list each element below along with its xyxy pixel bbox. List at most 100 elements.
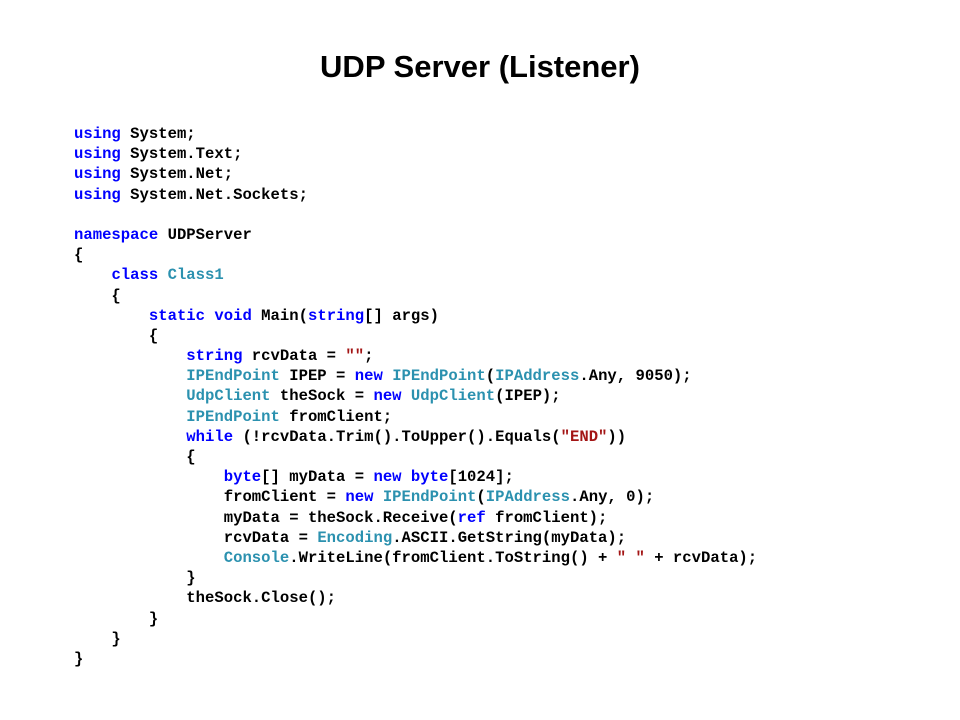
code-text: .ASCII.GetString(myData); <box>392 528 627 547</box>
code-type-name: IPAddress <box>485 488 570 507</box>
code-text <box>74 307 149 325</box>
code-text <box>74 387 186 405</box>
code-keyword: string <box>307 306 365 325</box>
code-string-literal: "" <box>345 347 365 366</box>
code-text: (!rcvData.Trim().ToUpper().Equals( <box>233 427 561 446</box>
code-keyword: byte <box>410 468 449 487</box>
code-text: ( <box>476 488 486 507</box>
code-text: } <box>74 609 159 628</box>
code-text <box>74 428 186 446</box>
code-line: using System; <box>74 124 757 144</box>
code-keyword: string <box>186 347 243 366</box>
code-line: while (!rcvData.Trim().ToUpper().Equals(… <box>74 427 757 447</box>
code-line <box>74 205 757 225</box>
code-text <box>383 367 392 385</box>
code-line: rcvData = Encoding.ASCII.GetString(myDat… <box>74 528 757 548</box>
code-text: .WriteLine(fromClient.ToString() + <box>289 548 617 567</box>
code-keyword: using <box>74 125 121 143</box>
code-keyword: byte <box>223 468 262 487</box>
code-text: } <box>74 649 84 668</box>
code-keyword: new <box>345 488 374 507</box>
code-line: } <box>74 629 757 649</box>
code-type-name: Encoding <box>317 528 393 547</box>
code-text: System; <box>120 125 196 143</box>
code-text: .Any, 0); <box>570 488 655 507</box>
code-line: } <box>74 609 757 629</box>
code-text: [] args) <box>364 306 440 325</box>
code-text: + rcvData); <box>644 548 758 567</box>
code-keyword: ref <box>457 508 486 527</box>
code-text: .Any, 9050); <box>579 367 692 386</box>
code-text: fromClient; <box>279 407 393 426</box>
code-line: { <box>74 447 757 467</box>
code-text: rcvData = <box>74 528 318 547</box>
code-text <box>373 488 382 506</box>
code-line: string rcvData = ""; <box>74 346 757 366</box>
code-line: Console.WriteLine(fromClient.ToString() … <box>74 548 757 568</box>
code-line: theSock.Close(); <box>74 588 757 608</box>
code-text <box>402 468 411 486</box>
code-text: { <box>74 448 196 466</box>
code-text <box>74 549 224 567</box>
code-text: { <box>74 286 121 305</box>
code-text: theSock = <box>270 387 374 406</box>
code-line: static void Main(string[] args) <box>74 306 757 326</box>
code-text: ( <box>485 367 496 386</box>
code-listing: using System;using System.Text;using Sys… <box>74 124 757 669</box>
code-text <box>74 266 111 284</box>
code-text: } <box>74 569 196 588</box>
code-text <box>205 307 214 325</box>
code-text <box>74 408 186 426</box>
code-text: ; <box>364 347 374 366</box>
code-line: using System.Net; <box>74 164 757 184</box>
code-type-name: IPEndPoint <box>382 488 477 507</box>
code-line: using System.Text; <box>74 144 757 164</box>
code-text: fromClient = <box>74 488 346 507</box>
slide-title: UDP Server (Listener) <box>320 49 640 84</box>
code-type-name: UdpClient <box>186 387 271 406</box>
code-line: myData = theSock.Receive(ref fromClient)… <box>74 508 757 528</box>
code-type-name: UdpClient <box>410 387 496 406</box>
code-line: } <box>74 568 757 588</box>
code-text <box>158 266 167 284</box>
code-text: rcvData = <box>242 347 346 366</box>
code-text: } <box>74 629 121 648</box>
code-type-name: IPAddress <box>495 367 580 386</box>
code-text: Main( <box>251 306 308 325</box>
code-text: { <box>74 326 159 345</box>
code-type-name: IPEndPoint <box>186 407 280 426</box>
code-text: UDPServer <box>158 225 252 244</box>
code-text <box>402 387 411 405</box>
code-string-literal: "END" <box>560 427 608 446</box>
code-text: IPEP = <box>279 367 355 386</box>
code-string-literal: " " <box>616 548 645 567</box>
code-keyword: static <box>148 306 206 325</box>
code-line: { <box>74 245 757 265</box>
code-type-name: Class1 <box>167 266 224 285</box>
code-text: (IPEP); <box>495 387 561 406</box>
code-line: IPEndPoint fromClient; <box>74 407 757 427</box>
code-text: { <box>74 246 84 265</box>
code-keyword: using <box>74 165 121 184</box>
code-text: theSock.Close(); <box>74 589 337 608</box>
code-text: System.Text; <box>120 145 243 164</box>
code-keyword: while <box>186 427 234 446</box>
code-line: namespace UDPServer <box>74 225 757 245</box>
code-type-name: IPEndPoint <box>186 367 280 386</box>
code-text: [1024]; <box>448 468 514 487</box>
code-line: } <box>74 649 757 669</box>
code-keyword: class <box>111 266 159 285</box>
code-line: byte[] myData = new byte[1024]; <box>74 467 757 487</box>
code-type-name: IPEndPoint <box>392 367 486 386</box>
code-text: fromClient); <box>485 508 608 527</box>
code-text <box>74 367 186 385</box>
code-keyword: new <box>354 367 383 386</box>
code-text: )) <box>607 427 627 446</box>
code-line: UdpClient theSock = new UdpClient(IPEP); <box>74 386 757 406</box>
code-line: class Class1 <box>74 265 757 285</box>
code-text <box>74 347 186 365</box>
code-keyword: using <box>74 185 121 204</box>
code-line: { <box>74 326 757 346</box>
code-text <box>74 468 224 486</box>
code-line: fromClient = new IPEndPoint(IPAddress.An… <box>74 487 757 507</box>
